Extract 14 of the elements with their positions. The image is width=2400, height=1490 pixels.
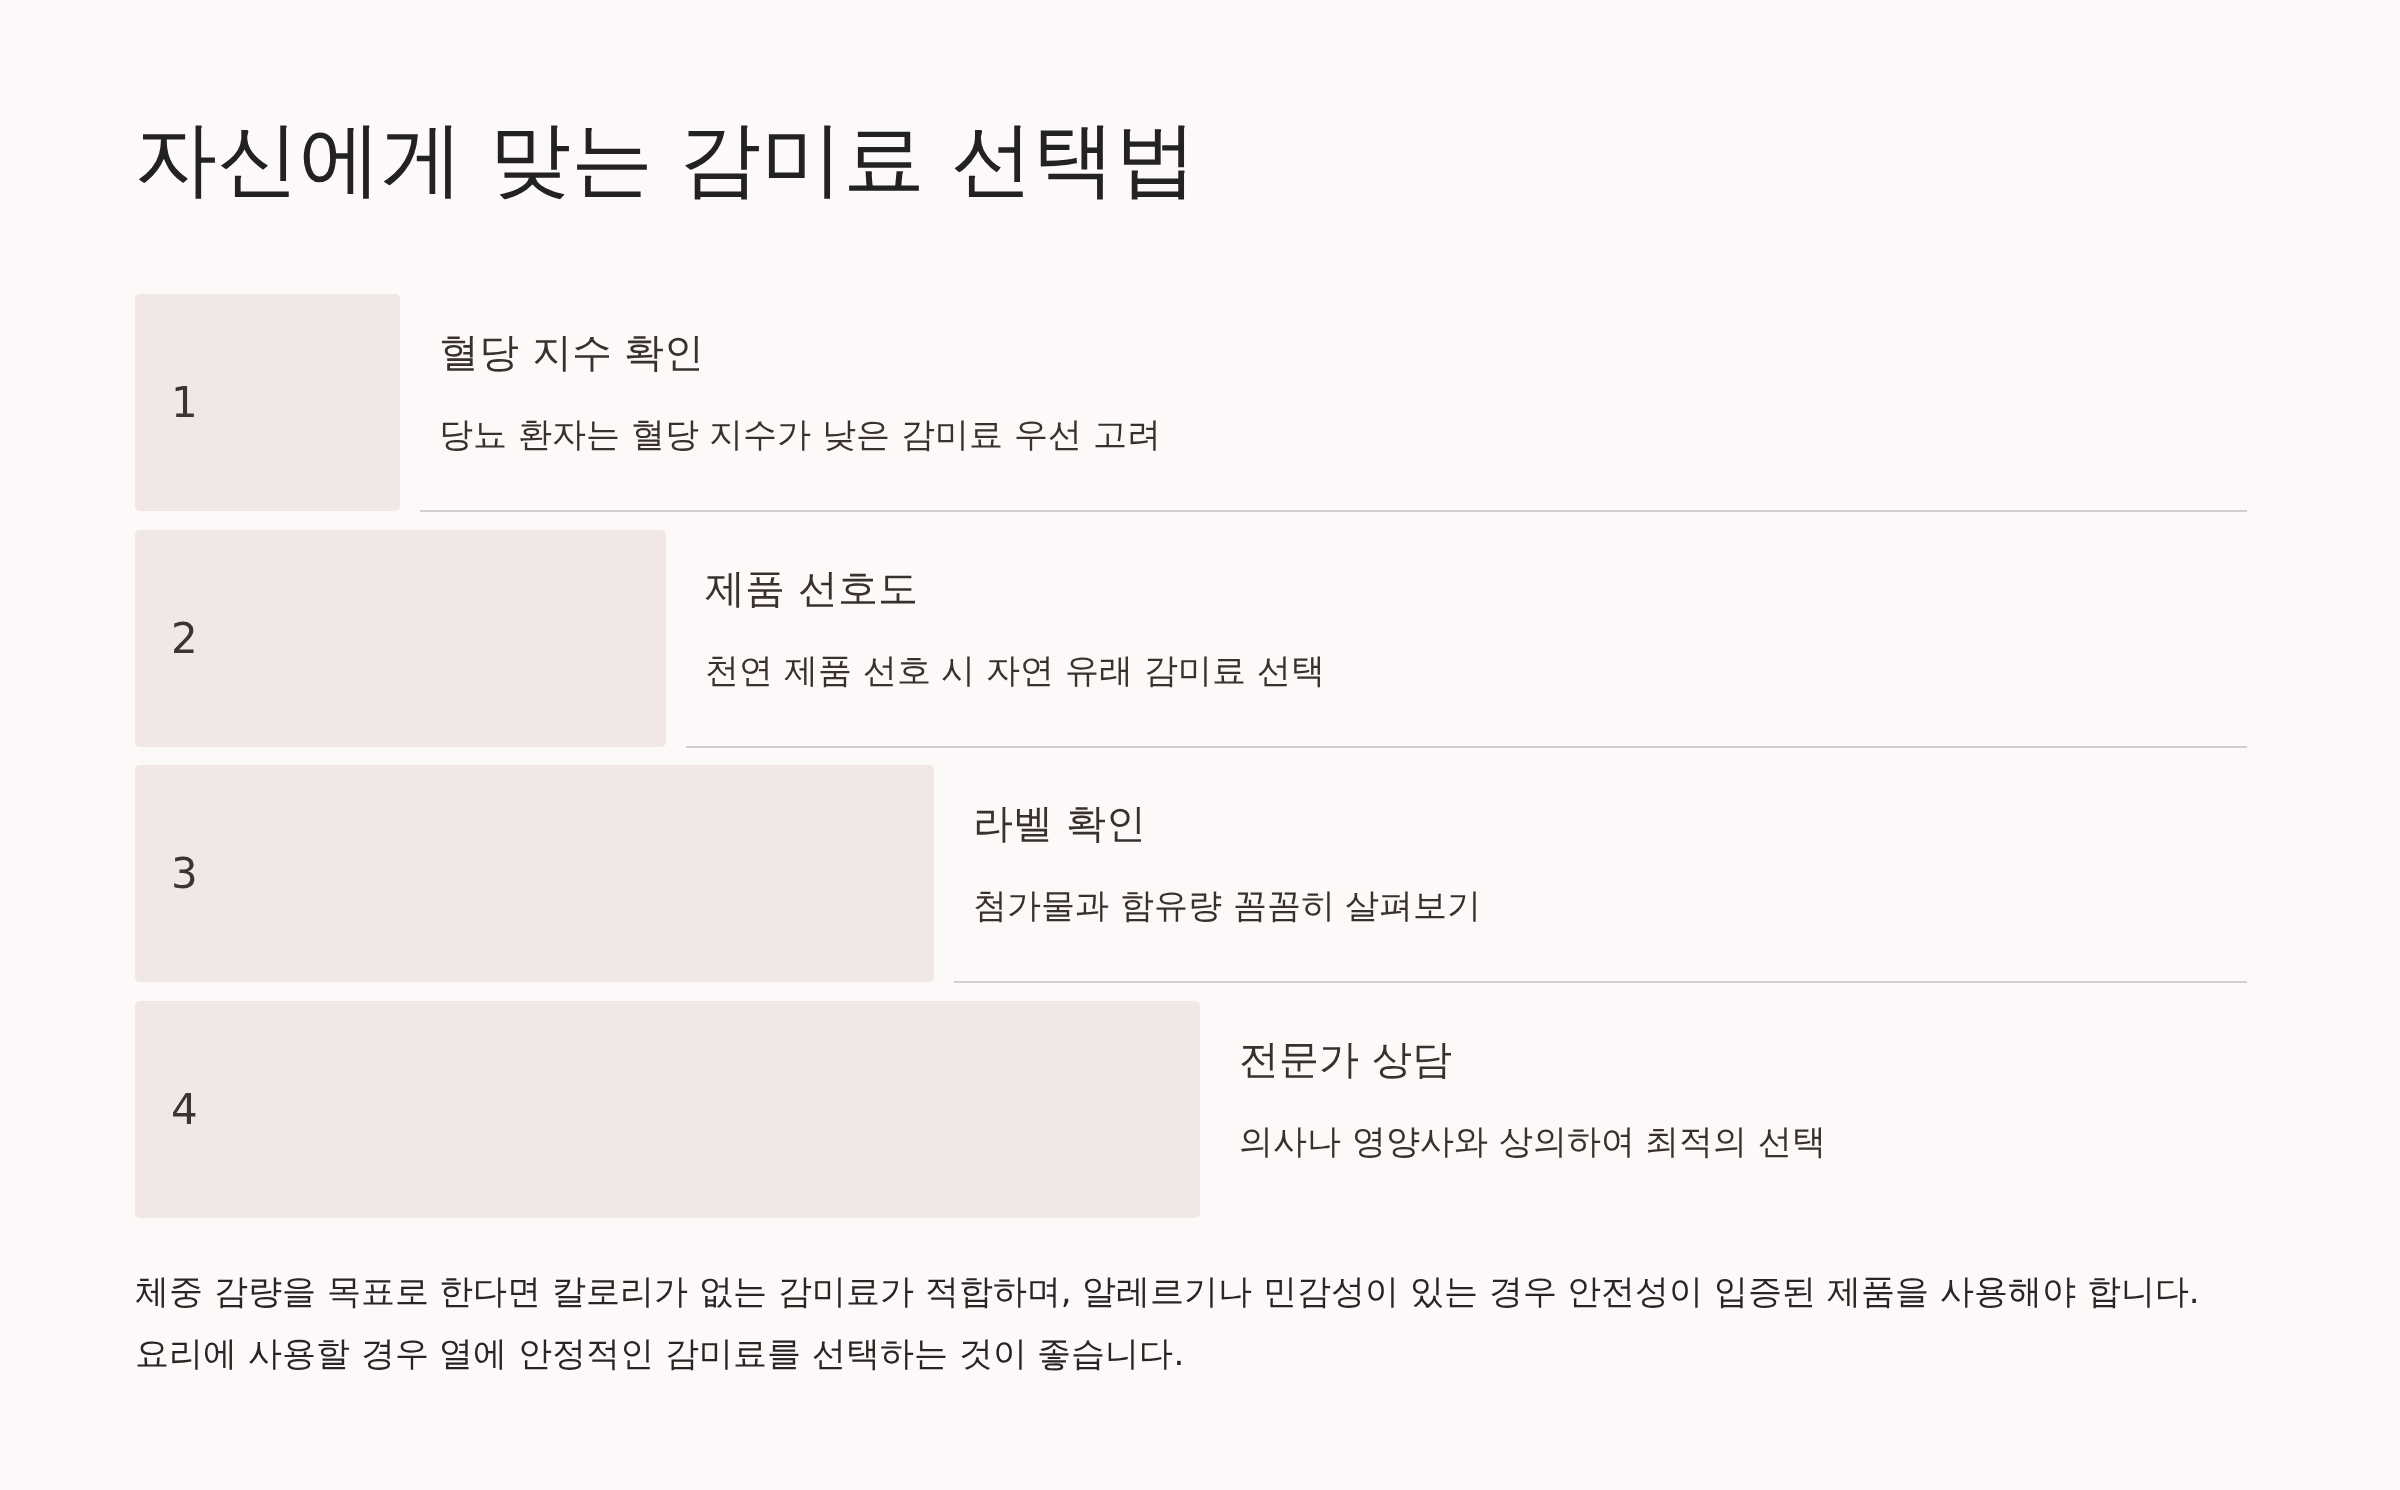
step-number: 4 (171, 1083, 198, 1136)
step-description: 천연 제품 선호 시 자연 유래 감미료 선택 (705, 649, 1325, 692)
step-heading: 전문가 상담 (1239, 1035, 1452, 1084)
step-description: 의사나 영양사와 상의하여 최적의 선택 (1239, 1120, 1827, 1163)
step-number: 1 (171, 376, 198, 429)
title: 자신에게 맞는 감미료 선택법 (135, 110, 1198, 208)
step-heading: 혈당 지수 확인 (439, 328, 705, 377)
step-number: 3 (171, 847, 198, 900)
step-description: 당뇨 환자는 혈당 지수가 낮은 감미료 우선 고려 (439, 413, 1161, 456)
step-heading: 라벨 확인 (973, 799, 1146, 848)
step-description: 첨가물과 함유량 꼼꼼히 살펴보기 (973, 884, 1482, 927)
step-number: 2 (171, 612, 198, 665)
step-heading: 제품 선호도 (705, 564, 918, 613)
note-text: 체중 감량을 목표로 한다면 칼로리가 없는 감미료가 적합하며, 알레르기나 민감성이 있는 경우 안전성이 입증된 제품을 사용해야 합니다. 요리에 사용할 경우 열에 안정적인 감미료를 선택하는 것이 좋습니다. (135, 1270, 2201, 1375)
